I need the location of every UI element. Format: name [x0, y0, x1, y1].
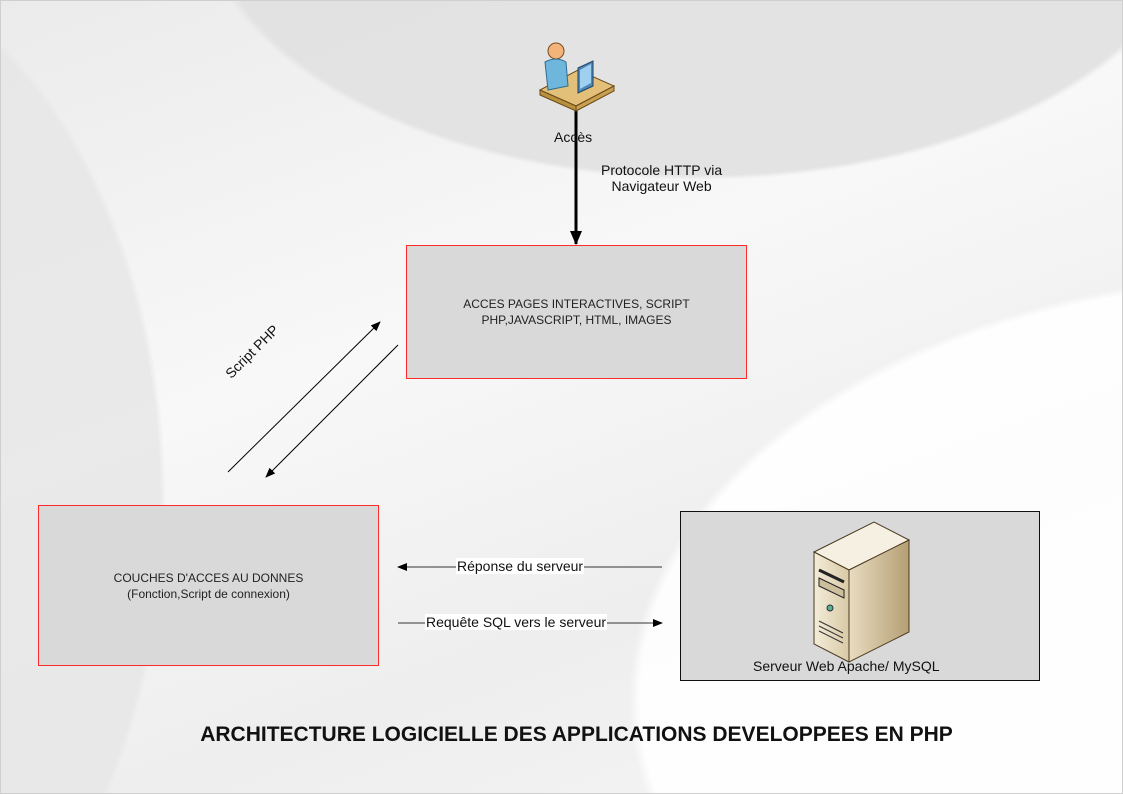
data-access-layer-box: COUCHES D'ACCES AU DONNES (Fonction,Scri… [38, 505, 379, 666]
server-response-label: Réponse du serveur [456, 558, 585, 574]
script-down-arrow [265, 344, 399, 478]
diagram-title: ARCHITECTURE LOGICIELLE DES APPLICATIONS… [200, 723, 953, 746]
user-access-label: Accès [554, 129, 593, 145]
script-up-arrow [227, 321, 381, 473]
server-label: Serveur Web Apache/ MySQL [753, 658, 940, 674]
sql-request-label: Requête SQL vers le serveur [425, 614, 608, 630]
user-workstation-icon [538, 42, 616, 112]
pages-line-2: PHP,JAVASCRIPT, HTML, IMAGES [481, 313, 672, 327]
server-tower-icon [812, 521, 911, 663]
interactive-pages-box: ACCES PAGES INTERACTIVES, SCRIPT PHP,JAV… [406, 245, 747, 379]
http-protocol-label: Protocole HTTP via Navigateur Web [601, 162, 722, 194]
http-line-1: Protocole HTTP via [601, 162, 723, 178]
data-layer-line-1: COUCHES D'ACCES AU DONNES [113, 570, 304, 585]
pages-line-1: ACCES PAGES INTERACTIVES, SCRIPT [463, 297, 690, 311]
http-line-2: Navigateur Web [611, 178, 712, 194]
server-box: Serveur Web Apache/ MySQL [680, 511, 1040, 681]
data-layer-line-2: (Fonction,Script de connexion) [127, 586, 290, 601]
